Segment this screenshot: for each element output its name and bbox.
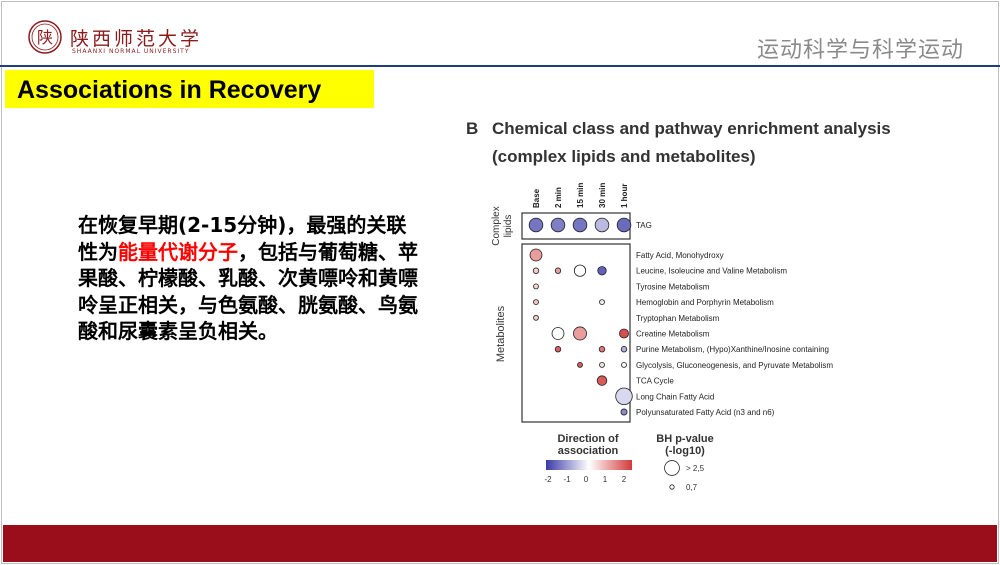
- data-point: [533, 299, 539, 305]
- data-point: [533, 283, 539, 290]
- chart-panel-label: B: [466, 119, 478, 138]
- row-label: Purine Metabolism, (Hypo)Xanthine/Inosin…: [636, 345, 829, 354]
- data-point: [550, 217, 566, 233]
- data-point: [573, 264, 587, 277]
- color-legend-tick: -2: [544, 475, 552, 484]
- data-point: [594, 217, 610, 233]
- data-point: [551, 327, 565, 340]
- data-point: [616, 217, 632, 233]
- data-point: [573, 326, 587, 341]
- chart-title-line-2: (complex lipids and metabolites): [492, 147, 756, 166]
- data-point: [621, 362, 627, 368]
- row-label: Glycolysis, Gluconeogenesis, and Pyruvat…: [636, 361, 833, 370]
- data-point: [620, 346, 628, 353]
- data-point: [598, 346, 606, 353]
- header-slogan: 运动科学与科学运动: [756, 38, 964, 63]
- university-name-cn: 陕西师范大学: [70, 28, 203, 50]
- data-point: [529, 248, 543, 262]
- group-label-complex-lipids-1: Complex: [491, 206, 502, 245]
- header-divider: [0, 65, 1000, 67]
- column-label: 15 min: [576, 183, 585, 208]
- row-label: Hemoglobin and Porphyrin Metabolism: [636, 298, 774, 307]
- university-seal-icon: 陕: [28, 20, 62, 54]
- data-point: [596, 375, 608, 386]
- size-legend-circle: [669, 484, 675, 490]
- group-label-metabolites: Metabolites: [495, 305, 507, 362]
- body-text-suffix: ，包括与葡萄糖、苹果酸、柠檬酸、乳酸、次黄嘌呤和黄嘌呤呈正相关，与色氨酸、胱氨酸…: [78, 239, 418, 344]
- data-point: [615, 387, 633, 405]
- slide-title: Associations in Recovery: [17, 76, 322, 104]
- chart-title-line-1: Chemical class and pathway enrichment an…: [492, 119, 891, 138]
- slide-body-text: 在恢复早期(2-15分钟)，最强的关联性为能量代谢分子，包括与葡萄糖、苹果酸、柠…: [78, 212, 423, 345]
- data-point: [577, 362, 583, 368]
- column-label: 1 hour: [620, 184, 629, 208]
- color-legend-tick: 0: [584, 475, 589, 484]
- column-label: 2 min: [554, 187, 563, 208]
- row-label: Creatine Metabolism: [636, 330, 710, 339]
- university-name-en: SHAANXI NORMAL UNIVERSITY: [72, 48, 190, 55]
- data-point: [599, 362, 605, 368]
- size-legend-label: > 2,5: [686, 464, 705, 473]
- body-text-prefix: 在恢复早期(2-15分钟)，最强的关联性为: [78, 213, 407, 264]
- data-point: [597, 266, 607, 276]
- seal-char: 陕: [37, 28, 53, 47]
- size-legend-label: 0,7: [686, 483, 698, 492]
- data-point: [572, 217, 588, 233]
- enrichment-dot-plot: B Chemical class and pathway enrichment a…: [466, 119, 891, 492]
- data-point: [619, 328, 629, 339]
- data-point: [620, 408, 628, 416]
- color-legend-tick: 1: [603, 475, 608, 484]
- data-point: [532, 267, 540, 274]
- data-point: [599, 299, 605, 305]
- slide-header: 陕 陕西师范大学 SHAANXI NORMAL UNIVERSITY 运动科学与…: [0, 0, 1000, 72]
- data-point: [554, 346, 562, 353]
- row-label: TAG: [636, 221, 652, 230]
- row-label: Tryptophan Metabolism: [636, 314, 720, 323]
- row-label: TCA Cycle: [636, 377, 674, 386]
- color-legend-title-2: association: [558, 445, 619, 457]
- row-label: Fatty Acid, Monohydroxy: [636, 251, 724, 260]
- size-legend-title-2: (-log10): [665, 445, 705, 457]
- group-label-complex-lipids-2: lipids: [503, 215, 514, 238]
- row-label: Polyunsaturated Fatty Acid (n3 and n6): [636, 408, 775, 417]
- color-legend-gradient: [546, 460, 632, 470]
- body-text-highlight: 能量代谢分子: [118, 239, 238, 264]
- metabolites-box: [521, 243, 631, 423]
- color-legend-tick: -1: [563, 475, 571, 484]
- row-label: Tyrosine Metabolism: [636, 282, 710, 291]
- data-point: [528, 217, 544, 233]
- color-legend-tick: 2: [622, 475, 627, 484]
- data-point: [533, 314, 539, 321]
- row-label: Leucine, Isoleucine and Valine Metabolis…: [636, 267, 787, 276]
- data-point: [554, 267, 562, 274]
- color-legend-title-1: Direction of: [557, 433, 618, 445]
- column-label: 30 min: [598, 183, 607, 208]
- slide-footer-bar: [3, 525, 997, 562]
- slide-title-box: Associations in Recovery: [5, 70, 374, 108]
- column-label: Base: [532, 188, 541, 208]
- size-legend-circle: [664, 460, 680, 476]
- size-legend-title-1: BH p-value: [656, 433, 713, 445]
- row-label: Long Chain Fatty Acid: [636, 392, 714, 401]
